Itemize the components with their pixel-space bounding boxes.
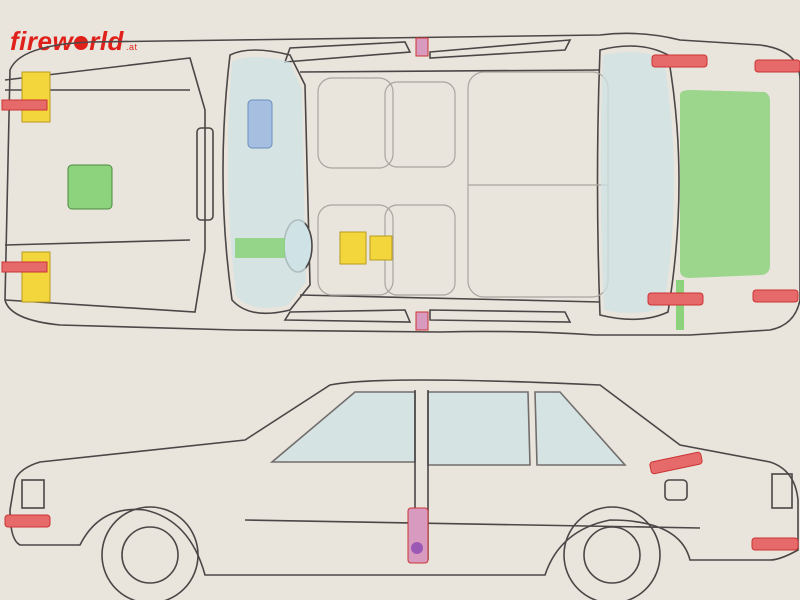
roof-edge-bottom [299, 294, 601, 303]
side-view [9, 379, 799, 600]
windshield-outline [222, 49, 311, 315]
curtain-airbag [680, 90, 770, 278]
battery-symbol [67, 164, 113, 210]
gas-generator [339, 231, 367, 265]
headlight [21, 479, 45, 509]
rear-door-window-top [429, 39, 572, 59]
top-markers [1, 37, 800, 331]
hood-rod-bottom [1, 261, 48, 273]
rear-wheel [563, 506, 661, 600]
side-trim-line [244, 519, 701, 529]
side-airbag-module [247, 99, 273, 149]
rear-rod-top-right [754, 59, 800, 73]
b-pillar-bottom [415, 311, 429, 331]
fuel-filler-flap [664, 479, 688, 501]
rear-door-window-bottom [429, 309, 572, 323]
steering-column [235, 238, 285, 258]
front-wheel-hub [121, 526, 179, 584]
hood-rod-top [1, 99, 48, 111]
front-seat-top-back [384, 81, 456, 168]
b-pillar-top [415, 37, 429, 57]
rear-wheel-hub [583, 526, 641, 584]
front-wheel [101, 506, 199, 600]
gas-strut-hood-top [21, 71, 51, 123]
taillight [771, 473, 793, 509]
top-glass [227, 51, 674, 314]
front-seat-bottom-back [384, 204, 456, 296]
b-pillar-sensor-icon [411, 542, 423, 554]
front-side-window [269, 391, 416, 463]
front-door-window-top [283, 41, 412, 63]
front-rod-side [4, 514, 51, 528]
cowl-vent [196, 127, 214, 221]
rear-rod-bottom-right [752, 289, 799, 303]
hood-crease-bottom [4, 239, 191, 246]
rear-rod-top-left [651, 54, 708, 68]
front-seat-top [317, 77, 394, 169]
logo-suffix: .at [125, 42, 138, 52]
hood-outline [4, 57, 206, 313]
rear-side-window [427, 391, 531, 466]
front-door-window-bottom [283, 309, 412, 323]
side-body-outline [9, 379, 799, 576]
b-pillar-side [407, 507, 429, 564]
logo-text-fire: fire [10, 26, 53, 56]
gas-generator-spring [369, 235, 393, 261]
rear-rod-bottom-left [647, 292, 704, 306]
front-seat-bottom [317, 204, 394, 296]
side-markers [4, 451, 799, 564]
rear-rod-side [649, 451, 703, 475]
roof-edge-top [299, 69, 601, 73]
rear-bumper-rod-side [751, 537, 799, 551]
gas-strut-hood-bottom [21, 251, 51, 303]
logo-text-w: w [52, 26, 74, 56]
rear-quarter-window [534, 391, 627, 466]
